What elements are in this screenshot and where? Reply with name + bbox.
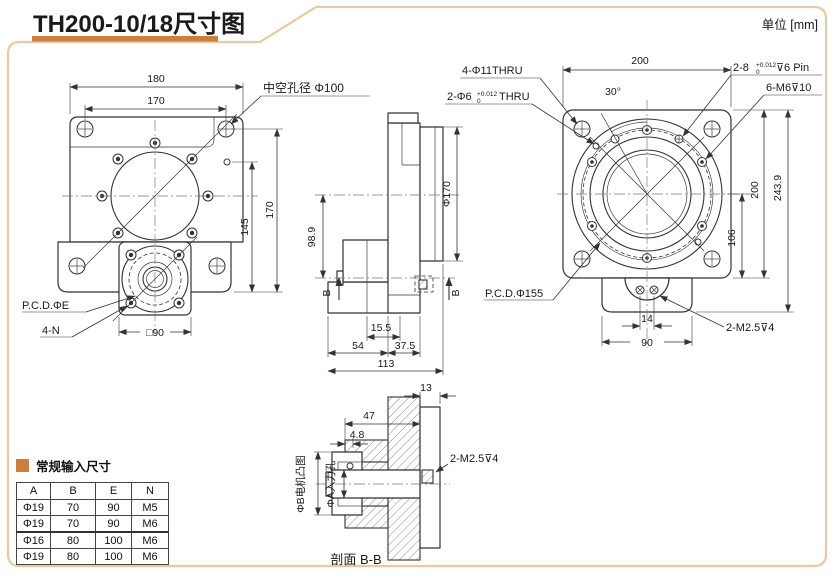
dim-47: 47 [363,410,375,422]
page-frame [6,5,828,568]
col-header-n: N [131,482,169,500]
spec-table: A B E N Φ19 70 90 M5 Φ19 70 90 M6 Φ16 80… [16,482,169,565]
corner-screw-holes [573,120,721,268]
svg-text:B: B [321,289,333,296]
col-header-e: E [95,482,132,500]
m2-5-label: 2-M2.5⊽4 [726,322,774,334]
spec-table-title: 常规输入尺寸 [36,460,112,474]
front-view: 180 170 145 170 中空孔径 Φ100 P.C.D.ΦE 4-N □… [22,73,370,339]
side-view: 98.9 Φ170 15.5 54 37.5 113 B B [306,112,463,375]
dim-113: 113 [378,358,395,370]
dowel-label: 2-Φ6 [447,91,472,103]
corner-holes-label: 4-Φ11THRU [462,65,523,77]
m6-tap-label: 6-M6⊽10 [766,82,811,94]
motor-boss-label: ΦB电机凸图 [294,455,307,512]
dowel-suffix: THRU [499,91,530,103]
pin-label: 2-8 [733,62,749,74]
page-title: TH200-10/18尺寸图 [33,11,245,38]
table-row: Φ19 70 90 M5 [16,499,169,516]
dim-90: 90 [641,337,653,349]
dim-30deg: 30° [605,86,621,98]
dowel-tol-lower: 0 [477,98,481,105]
unit-label: 单位 [mm] [762,17,818,32]
dim-98-9: 98.9 [306,227,318,248]
dim-200-right: 200 [749,181,761,199]
dim-phi170: Φ170 [441,181,453,207]
section-view: 2-M2.5⊽4 13 47 4.8 ΦB电机凸图 ΦA入力孔 剖面 B-B [294,382,498,567]
spec-table-block: 常规输入尺寸 A B E N Φ19 70 90 M5 Φ19 70 90 M6… [16,456,186,565]
dim-106: 106 [726,229,738,247]
col-header-b: B [50,482,96,500]
input-bore-label: ΦA入力孔 [324,460,337,507]
dim-170-top: 170 [147,95,165,107]
rear-view: 30° 4-Φ11THRU 2-Φ6 +0.012 0 THRU 2-8 +0.… [445,55,822,349]
dim-37-5: 37.5 [395,340,416,352]
dim-14: 14 [641,313,653,325]
screws-4n-label: 4-N [42,325,60,337]
dim-243-9: 243.9 [772,175,784,201]
table-header-row: A B E N [16,482,169,500]
pin-screw-detail [414,275,434,293]
table-row: Φ16 80 100 M6 [16,531,169,549]
table-row: Φ19 70 90 M6 [16,515,169,533]
dim-13: 13 [420,382,432,394]
dim-170-right: 170 [264,201,276,219]
dim-180: 180 [147,73,165,85]
dowel-hole [223,158,231,166]
table-row: Φ19 80 100 M6 [16,548,169,565]
dim-200-top: 200 [631,55,649,67]
dim-54: 54 [352,340,364,352]
pcd-155-label: P.C.D.Φ155 [485,288,543,300]
dim-145: 145 [239,218,251,236]
section-bullet-icon [16,459,29,472]
dim-4-8: 4.8 [350,429,365,441]
section-caption: 剖面 B-B [330,552,381,567]
dim-square-90: □90 [146,327,164,339]
m2-5-tap-holes [635,285,659,295]
section-m2-5-label: 2-M2.5⊽4 [450,453,498,465]
svg-text:B: B [450,289,462,296]
title-underline-bar [32,36,218,42]
dowel-tol-upper: +0.012 [477,91,497,98]
bore-label: 中空孔径 Φ100 [263,80,344,95]
pin-tol-upper: +0.012 [756,62,776,69]
section-arrow-right: B [445,277,462,300]
section-arrow-left: B [321,277,343,300]
pcd-e-label: P.C.D.ΦE [22,300,69,312]
pin-tol-lower: 0 [756,69,760,76]
m2-5-screw-glyph [421,469,434,484]
dim-15-5: 15.5 [371,322,392,334]
pin-suffix: ⊽6 Pin [776,62,809,74]
col-header-a: A [16,482,51,500]
